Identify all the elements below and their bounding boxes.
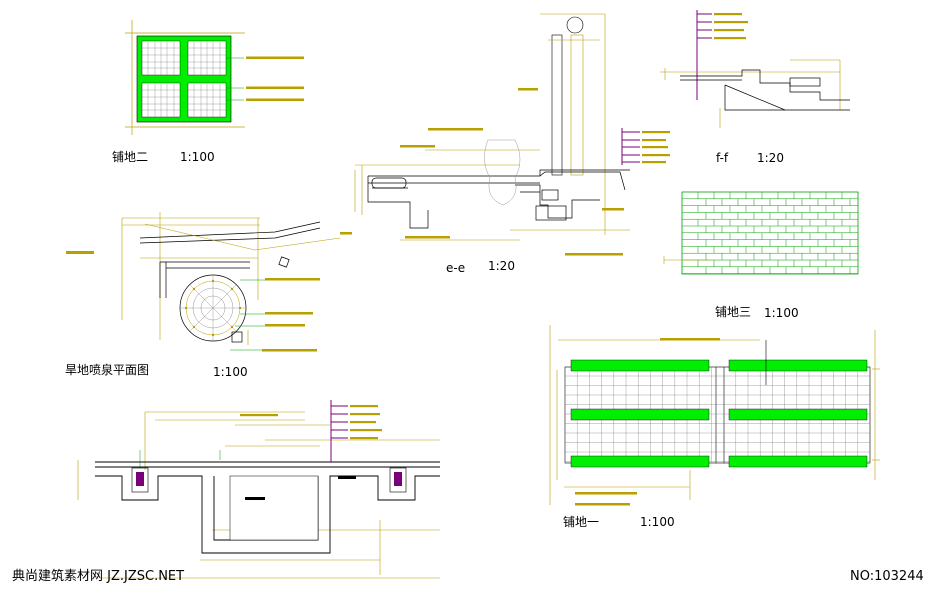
paving-two-scale: 1:100 — [180, 150, 215, 164]
watermark-id-text: NO:103244 — [850, 569, 924, 584]
paving-one-plan: 铺地一 1:100 — [549, 325, 880, 529]
fountain-pool-section — [77, 400, 440, 579]
section-ff-title: f-f — [716, 151, 729, 165]
section-ee-title: e-e — [446, 261, 465, 275]
section-ff: f-f 1:20 — [660, 10, 850, 165]
paving-one-title: 铺地一 — [563, 515, 599, 529]
fountain-plan: 旱地喷泉平面图 1:100 — [65, 212, 352, 379]
paving-two-title: 铺地二 — [112, 150, 148, 164]
paving-three-scale: 1:100 — [764, 306, 799, 320]
section-ee-scale: 1:20 — [488, 259, 515, 273]
paving-two-plan: 铺地二 1:100 — [112, 20, 304, 164]
section-ee: e-e 1:20 — [354, 13, 670, 275]
paving-one-scale: 1:100 — [640, 515, 675, 529]
fountain-plan-scale: 1:100 — [213, 365, 248, 379]
section-ff-scale: 1:20 — [757, 151, 784, 165]
paving-three-title: 铺地三 — [715, 305, 751, 319]
watermark-site-text: 典尚建筑素材网 JZ.JZSC.NET — [12, 568, 184, 584]
fountain-plan-title: 旱地喷泉平面图 — [65, 363, 149, 377]
paving-three-plan: 铺地三 1:100 — [663, 191, 859, 320]
